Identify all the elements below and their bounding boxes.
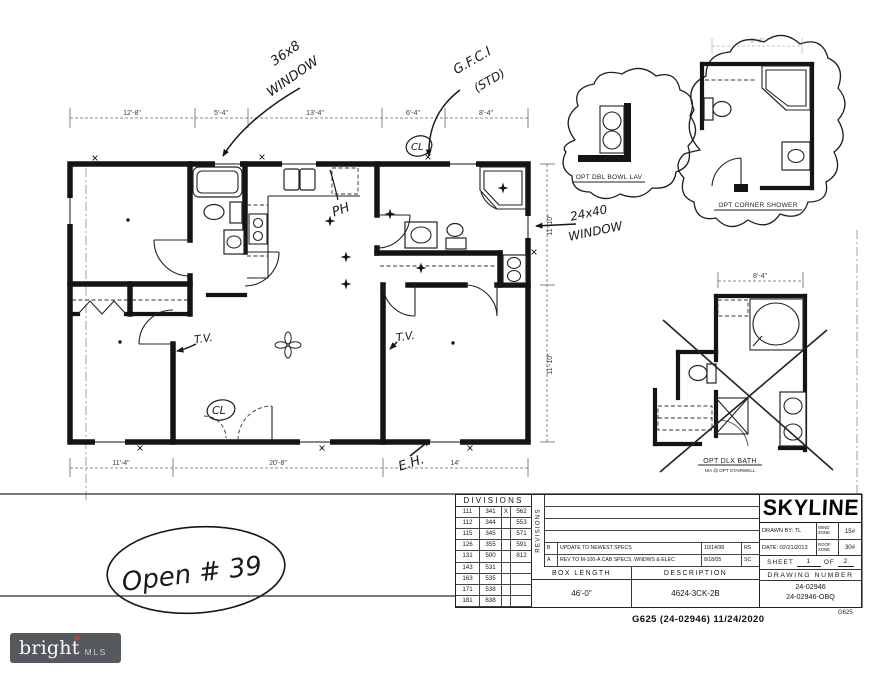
dim-top-3: 13'-4"	[306, 110, 324, 117]
corner-shower-dim: 8'-4"	[750, 38, 764, 45]
annotation-cl-upper: CL	[411, 142, 424, 153]
annotation-ph: PH	[330, 200, 352, 220]
sheet-number: 1	[796, 558, 821, 567]
skyline-logo: SKYLINE	[760, 495, 861, 523]
roof-zone-value: 30#	[844, 544, 856, 551]
dim-bottom-3: 14'	[450, 460, 459, 467]
opt-dbl-bowl-lav-label: OPT DBL BOWL LAV	[576, 174, 643, 181]
doors	[138, 214, 498, 441]
description-value: 4624-3CK-2B	[671, 589, 720, 598]
drawing-number-values: 24-02946 24-02946-OBQ	[760, 581, 861, 607]
footer-stamp: G625 (24-02946) 11/24/2020	[632, 614, 765, 625]
dim-top-5: 8'-4"	[479, 110, 493, 117]
annotation-open-number: Open # 39	[120, 551, 263, 598]
box-length-header: BOX LENGTH	[532, 567, 632, 580]
date-value: 02/21/2013	[779, 544, 808, 551]
opt-dbl-bowl-lav-callout: OPT DBL BOWL LAV	[562, 67, 697, 200]
date-label: DATE:	[762, 544, 779, 551]
revisions-strip: REVISIONS	[532, 495, 545, 567]
watermark-suffix: MLS	[84, 646, 107, 657]
opt-corner-shower-label: OPT CORNER SHOWER	[718, 202, 797, 209]
annotation-gfci-line2: (STD)	[471, 66, 507, 95]
drawing-number-2: 24-02946-OBQ	[786, 591, 835, 601]
windows	[66, 160, 532, 446]
dim-top-2: 5'-4"	[214, 110, 228, 117]
opt-dlx-bath-note: N/A @ OPT STAIRWELL	[705, 468, 756, 473]
wind-zone-value: 15#	[844, 527, 856, 535]
opt-corner-shower-callout: 8'-4" OPT CORNER SHOWER	[677, 34, 846, 228]
description-header: DESCRIPTION	[663, 570, 728, 577]
annotation-tv-left: T.V.	[193, 331, 213, 346]
dim-bottom-2: 20'-8"	[269, 460, 287, 467]
main-plan-walls	[67, 161, 531, 445]
opt-dlx-bath-detail: 8'-4" OPT DLX BATH N	[652, 272, 834, 473]
dim-top-1: 12'-8"	[123, 110, 141, 117]
dlx-bath-dim: 8'-4"	[753, 273, 767, 280]
sheet-label: SHEET	[767, 559, 794, 566]
revision-row-a: A REV TO M-100-A CAB SPECS, WNDWS & ELEC…	[545, 555, 759, 567]
revisions-rows: B UPDATE TO NEWEST SPECS 10/14/98 RS A R…	[545, 495, 759, 567]
dim-right-lower: 11'-10"	[547, 353, 554, 375]
of-label: OF	[823, 559, 835, 566]
wind-zone-label: WIND ZONE	[817, 523, 839, 539]
sheet-total: 2	[837, 558, 854, 567]
drawn-by-label: DRAWN BY:	[762, 528, 794, 534]
revision-row-b: B UPDATE TO NEWEST SPECS 10/14/98 RS	[545, 543, 759, 555]
annotation-24x40-line1: 24x40	[569, 202, 609, 224]
drawing-number-label: DRAWING NUMBER	[760, 570, 861, 581]
dim-top-4: 6'-4"	[406, 110, 420, 117]
watermark-spark-icon: ✱	[73, 634, 81, 643]
division-x-marker: X	[502, 507, 511, 519]
drawn-by-value: TL	[794, 528, 802, 534]
roof-zone-label: ROOF ZONE	[817, 540, 839, 555]
drawing-number-1: 24-02946	[795, 582, 826, 591]
sheet-row: SHEET 1 OF 2	[760, 556, 861, 570]
bright-mls-watermark: bright✱ MLS	[10, 633, 121, 663]
annotation-tv-right: T.V.	[395, 329, 415, 344]
fixtures	[72, 166, 527, 315]
opt-dlx-bath-label: OPT DLX BATH	[703, 458, 757, 465]
annotation-cl-lower: CL	[212, 404, 226, 417]
divisions-header: DIVISIONS	[456, 495, 531, 507]
electrical-symbols	[92, 154, 537, 451]
page-code: G625	[838, 610, 853, 616]
box-length-value: 46'-0"	[532, 580, 632, 607]
watermark-brand: bright	[19, 637, 80, 659]
revisions-label: REVISIONS	[534, 508, 542, 553]
dimension-lines: 12'-8" 5'-4" 13'-4" 6'-4" 8'-4" 11'-4" 2…	[69, 108, 555, 477]
dim-bottom-1: 11'-4"	[112, 460, 130, 467]
